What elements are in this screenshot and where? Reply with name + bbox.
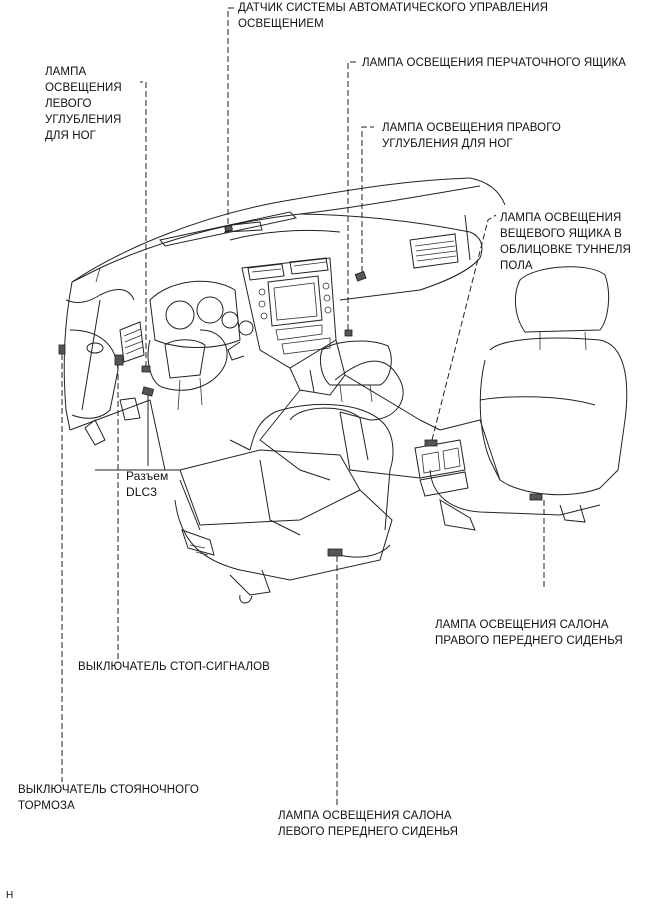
label-right-front-seat-lamp: ЛАМПА ОСВЕЩЕНИЯ САЛОНА ПРАВОГО ПЕРЕДНЕГО… — [435, 619, 623, 647]
leader-lines — [61, 7, 545, 805]
dashboard-outline — [63, 177, 506, 431]
component-markers — [58, 224, 543, 557]
parking-brake-switch-marker — [58, 344, 66, 355]
right-front-seat — [429, 266, 628, 531]
stop-light-switch-marker — [114, 354, 124, 366]
label-console-box-lamp: ЛАМПА ОСВЕЩЕНИЯ ВЕЩЕВОГО ЯЩИКА В ОБЛИЦОВ… — [500, 212, 631, 272]
label-right-footwell-lamp: ЛАМПА ОСВЕЩЕНИЯ ПРАВОГО УГЛУБЛЕНИЯ ДЛЯ Н… — [382, 122, 561, 150]
leader-glove-box — [347, 61, 358, 330]
auto-light-sensor-marker — [224, 224, 233, 232]
label-parking-brake-switch: ВЫКЛЮЧАТЕЛЬ СТОЯНОЧНОГО ТОРМОЗА — [18, 784, 199, 812]
label-left-footwell-lamp: ЛАМПА ОСВЕЩЕНИЯ ЛЕВОГО УГЛУБЛЕНИЯ ДЛЯ НО… — [45, 66, 122, 142]
left-front-seat — [174, 340, 394, 604]
right-footwell-lamp-marker — [354, 270, 367, 282]
label-left-front-seat-lamp: ЛАМПА ОСВЕЩЕНИЯ САЛОНА ЛЕВОГО ПЕРЕДНЕГО … — [278, 810, 459, 838]
label-glove-box-lamp: ЛАМПА ОСВЕЩЕНИЯ ПЕРЧАТОЧНОГО ЯЩИКА — [362, 57, 627, 69]
dlc3-connector-marker — [141, 386, 155, 397]
leader-left-footwell — [140, 81, 147, 367]
floor-and-tunnel — [81, 299, 469, 497]
leader-auto-light-sensor — [227, 7, 234, 224]
center-stack — [241, 257, 421, 441]
corner-mark: H — [6, 890, 14, 901]
left-seat-lamp-marker — [327, 548, 343, 557]
console-box-lamp-marker — [424, 439, 438, 447]
label-stop-light-switch: ВЫКЛЮЧАТЕЛЬ СТОП-СИГНАЛОВ — [78, 661, 270, 673]
leader-console-box — [431, 214, 497, 441]
label-dlc3-connector: Разъем DLC3 — [126, 469, 169, 499]
right-seat-lamp-marker — [529, 493, 543, 501]
steering-and-cluster — [147, 280, 254, 411]
leader-right-footwell — [361, 126, 374, 272]
label-auto-light-sensor: ДАТЧИК СИСТЕМЫ АВТОМАТИЧЕСКОГО УПРАВЛЕНИ… — [238, 2, 548, 30]
glove-box-lamp-marker — [344, 329, 353, 337]
